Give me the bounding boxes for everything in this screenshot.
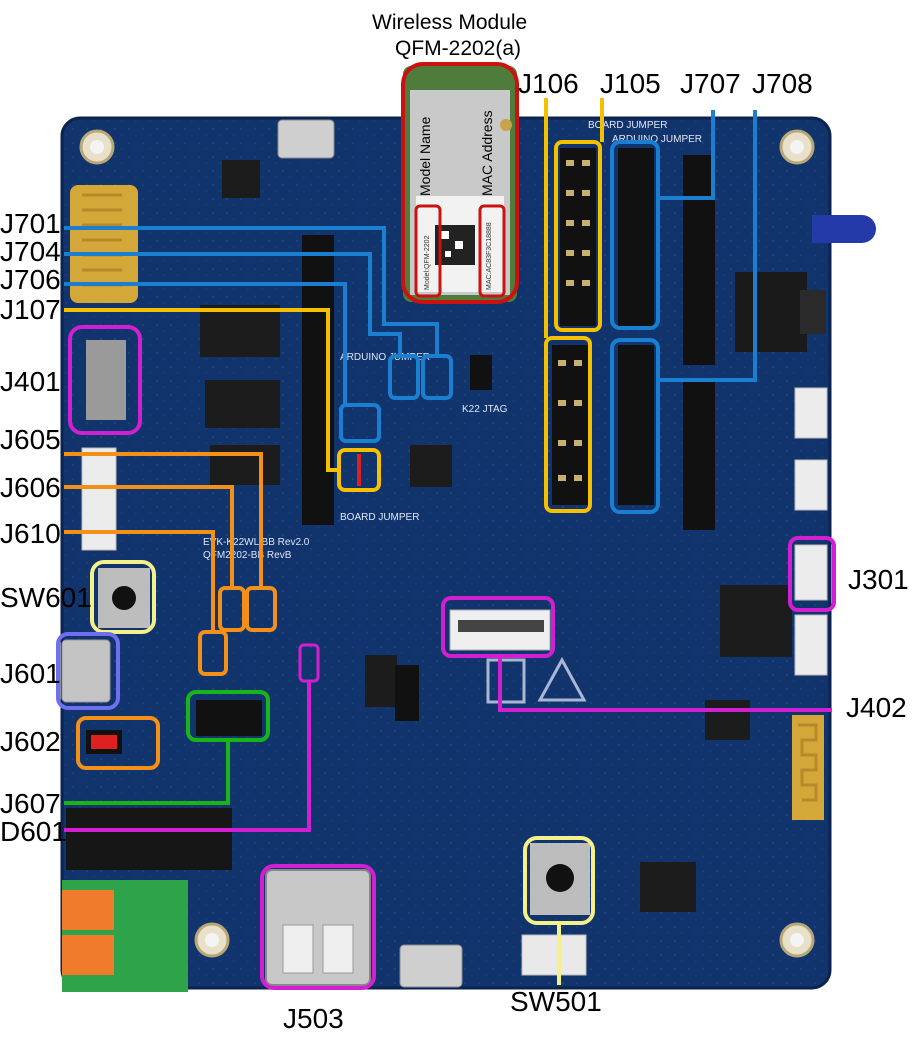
silk-arduino-jumper: ARDUINO JUMPER — [612, 134, 702, 145]
label-j107: J107 — [0, 294, 61, 325]
label-sw501: SW501 — [510, 986, 602, 1017]
box-j106 — [554, 140, 602, 332]
mac-address-label: MAC Address — [479, 110, 495, 196]
label-j704: J704 — [0, 236, 61, 267]
label-j707: J707 — [680, 68, 741, 99]
label-sw601: SW601 — [0, 582, 92, 613]
module-title: Wireless Module — [372, 11, 528, 34]
box-mac-sticker — [478, 204, 506, 298]
module-part: QFM-2202(a) — [395, 37, 522, 60]
label-j605: J605 — [0, 424, 61, 455]
label-j708: J708 — [752, 68, 813, 99]
pcb-antenna — [70, 185, 138, 303]
silk-board-rev: EVK-K22WL BB Rev2.0 — [203, 537, 310, 548]
model-name-label: Model Name — [417, 116, 433, 196]
box-j401 — [68, 325, 142, 435]
box-j706 — [339, 403, 381, 443]
label-j106: J106 — [518, 68, 579, 99]
usb-bottom — [399, 944, 463, 988]
label-j602: J602 — [0, 726, 61, 757]
label-j105: J105 — [600, 68, 661, 99]
label-j503: J503 — [283, 1003, 344, 1034]
bt-antenna — [792, 715, 824, 820]
box-j708 — [610, 338, 660, 514]
label-j701: J701 — [0, 208, 61, 239]
box-j503 — [260, 864, 376, 990]
model-sticker-text: Model:QFM-2202 — [424, 235, 431, 290]
usb-top — [277, 119, 335, 159]
label-j607: J607 — [0, 788, 61, 819]
label-j606: J606 — [0, 472, 61, 503]
label-j301: J301 — [848, 564, 909, 595]
box-j601 — [56, 632, 120, 710]
silk-arduino-jumper-mid: ARDUINO JUMPER — [340, 352, 430, 363]
label-j601: J601 — [0, 658, 61, 689]
box-j701 — [388, 354, 420, 400]
audio-jack — [735, 272, 807, 352]
silk-board-jumper: BOARD JUMPER — [340, 512, 419, 523]
silk-k22-jtag: K22 JTAG — [462, 404, 508, 415]
box-module — [401, 62, 519, 304]
label-j402: J402 — [846, 692, 907, 723]
box-j602 — [76, 716, 160, 770]
ic-chips — [86, 160, 792, 912]
label-d601: D601 — [0, 816, 67, 847]
label-j706: J706 — [0, 264, 61, 295]
label-j401: J401 — [0, 366, 61, 397]
box-sw601 — [90, 560, 156, 634]
mounting-holes — [79, 129, 815, 958]
label-j610: J610 — [0, 518, 61, 549]
mac-sticker-text: MAC:AC83F3C18888 — [486, 222, 493, 290]
silk-board-jumper-top: BOARD JUMPER — [588, 120, 667, 131]
box-model-sticker — [414, 204, 442, 298]
silk-board-name: QFM2202-BB RevB — [203, 550, 292, 561]
box-j106-lower — [544, 336, 592, 513]
box-j301 — [788, 536, 836, 612]
box-j105 — [610, 140, 660, 330]
